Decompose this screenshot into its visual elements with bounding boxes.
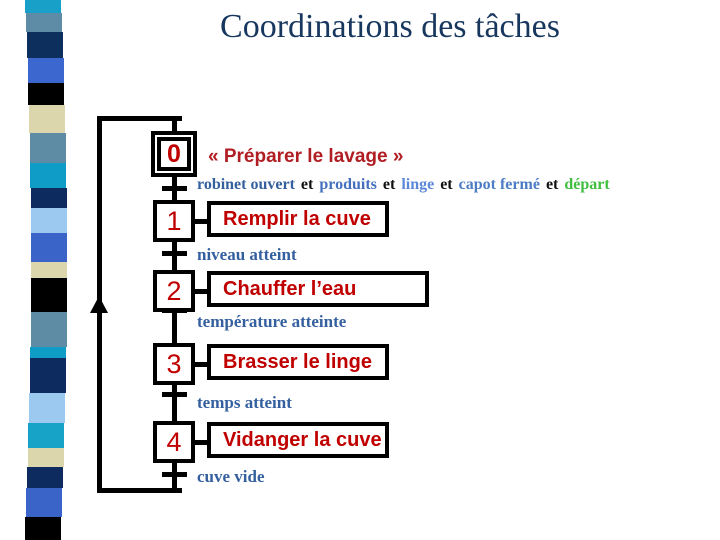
step-action-link-line — [195, 362, 207, 367]
strip-color-block — [30, 347, 66, 358]
step-3-box: 3 — [153, 343, 195, 385]
slide-title: Coordinations des tâches — [220, 8, 560, 45]
transition-2-label: température atteinte — [197, 312, 347, 331]
condition-term: linge — [401, 176, 435, 193]
strip-color-block — [31, 278, 67, 312]
strip-color-block — [30, 163, 66, 188]
step-0-label: « Préparer le lavage » — [208, 146, 404, 167]
strip-color-block — [30, 358, 66, 393]
strip-color-block — [31, 188, 67, 208]
action-box-step-3: Brasser le linge — [207, 344, 389, 380]
strip-color-block — [31, 233, 67, 262]
step-0-initial-box: 0 — [151, 131, 197, 177]
step-1-box: 1 — [153, 200, 195, 242]
step-action-link-line — [195, 440, 207, 445]
transition-3-label: temps atteint — [197, 393, 292, 412]
condition-term: et — [300, 176, 314, 193]
strip-color-block — [29, 105, 65, 133]
transition-1-tick — [162, 251, 187, 256]
condition-term: et — [382, 176, 396, 193]
decorative-color-strip — [25, 0, 67, 540]
condition-term: et — [440, 176, 453, 193]
strip-color-block — [26, 488, 62, 517]
transition-4-label: cuve vide — [197, 467, 265, 486]
loopback-top-line — [97, 116, 182, 121]
strip-color-block — [28, 448, 64, 467]
step-action-link-line — [195, 219, 207, 224]
step-action-link-line — [195, 289, 207, 294]
transition-2-tick — [162, 308, 187, 313]
strip-color-block — [31, 208, 67, 233]
step-0-number: 0 — [157, 137, 191, 171]
transition-1-label: niveau atteint — [197, 245, 297, 264]
condition-term: et — [545, 176, 559, 193]
loopback-arrow-up-icon — [90, 296, 108, 313]
step-4-number: 4 — [166, 426, 182, 457]
strip-color-block — [30, 133, 66, 163]
loopback-bottom-line — [97, 488, 182, 493]
step-2-box: 2 — [153, 270, 195, 312]
condition-term: capot fermé — [458, 176, 540, 193]
condition-term: départ — [564, 176, 610, 193]
condition-term: robinet ouvert — [197, 176, 295, 193]
step-4-box: 4 — [153, 421, 195, 463]
transition-0-tick — [162, 186, 187, 191]
step-1-number: 1 — [166, 205, 182, 236]
condition-term: produits — [319, 176, 377, 193]
strip-color-block — [26, 13, 62, 32]
strip-color-block — [28, 83, 64, 105]
action-box-step-4: Vidanger la cuve — [207, 422, 389, 458]
strip-color-block — [25, 0, 61, 13]
transition-4-tick — [162, 472, 187, 477]
action-box-step-2: Chauffer l’eau — [207, 271, 429, 307]
action-box-step-1: Remplir la cuve — [207, 201, 389, 237]
step-3-number: 3 — [166, 348, 182, 379]
strip-color-block — [29, 393, 65, 423]
strip-color-block — [31, 312, 67, 347]
strip-color-block — [28, 423, 64, 448]
strip-color-block — [25, 517, 61, 540]
strip-color-block — [31, 262, 67, 278]
strip-color-block — [28, 58, 64, 83]
strip-color-block — [27, 32, 63, 58]
strip-color-block — [27, 467, 63, 488]
step-2-number: 2 — [166, 275, 182, 306]
transition-3-tick — [162, 392, 187, 397]
